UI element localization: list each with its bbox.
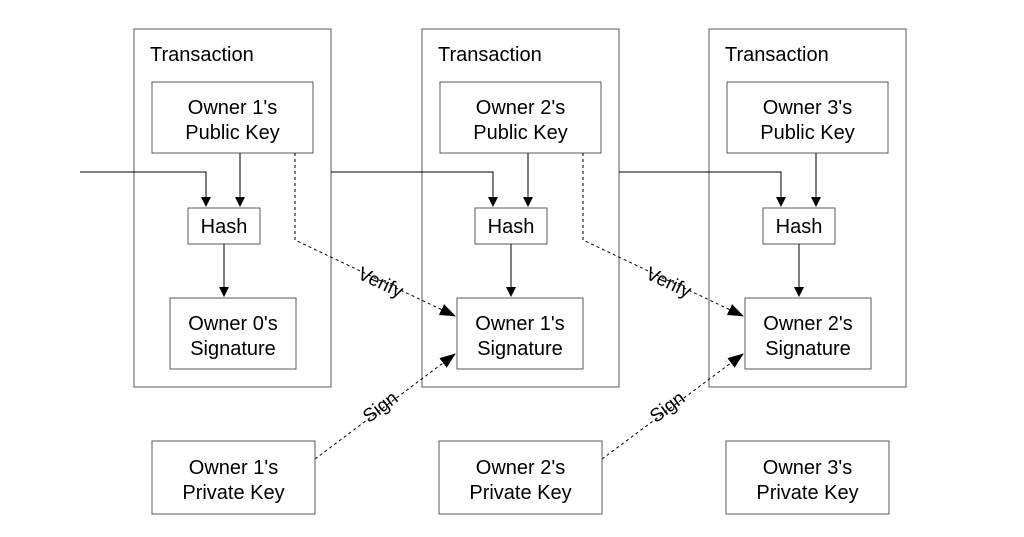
sign-arrow-2 [601,353,744,460]
signature-owner-line: Owner 2's [763,313,852,335]
private-key-label-line: Private Key [756,482,858,504]
transaction-2-to-transaction-3-hash-arrow [619,171,786,207]
transaction-1-frame [133,28,332,388]
sign-arrow-1 [314,353,456,460]
public-key-label-line: Public Key [185,122,280,144]
public-key-label-line: Public Key [473,122,568,144]
transaction-2-title: Transaction [438,44,542,66]
transaction-1-signature-box: Owner 0's Signature [169,297,297,370]
public-key-label-line: Public Key [760,122,855,144]
private-key-owner-line: Owner 2's [476,457,565,479]
hash-label: Hash [201,216,248,238]
private-key-owner-3-box: Owner 3's Private Key [725,440,890,515]
private-key-owner-line: Owner 3's [763,457,852,479]
sign-label-2: Sign [646,388,689,428]
hash-label: Hash [488,216,535,238]
signature-owner-line: Owner 1's [475,313,564,335]
private-key-owner-line: Owner 1's [189,457,278,479]
verify-label-1: Verify [354,263,406,302]
transaction-1-hash-box: Hash [187,207,261,245]
transaction-3-hash-box: Hash [762,207,836,245]
signature-label-line: Signature [190,338,276,360]
transaction-3: Transaction Owner 3's Public Key Hash Ow… [708,28,907,388]
transaction-3-frame [708,28,907,388]
public-key-owner-line: Owner 3's [763,97,852,119]
transaction-3-title: Transaction [725,44,829,66]
sign-label-1: Sign [359,388,402,428]
previous-transaction-to-hash-arrow [80,171,211,207]
signature-label-line: Signature [477,338,563,360]
transaction-2-frame [421,28,620,388]
signature-owner-line: Owner 0's [188,313,277,335]
transaction-2-hash-box: Hash [474,207,548,245]
hash-label: Hash [776,216,823,238]
public-key-owner-line: Owner 1's [188,97,277,119]
private-key-label-line: Private Key [469,482,571,504]
public-key-owner-line: Owner 2's [476,97,565,119]
transaction-2-public-key-box: Owner 2's Public Key [439,81,602,154]
verify-arrow-1 [294,153,456,317]
transaction-2-signature-box: Owner 1's Signature [456,297,584,370]
private-key-owner-1-box: Owner 1's Private Key [151,440,316,515]
transaction-2: Transaction Owner 2's Public Key Hash Ow… [421,28,620,388]
signature-label-line: Signature [765,338,851,360]
transaction-1-to-transaction-2-hash-arrow [331,171,498,207]
transaction-3-public-key-box: Owner 3's Public Key [726,81,889,154]
transaction-1-title: Transaction [150,44,254,66]
transaction-1: Transaction Owner 1's Public Key Hash Ow… [133,28,332,388]
transaction-3-signature-box: Owner 2's Signature [744,297,872,370]
transaction-1-public-key-box: Owner 1's Public Key [151,81,314,154]
private-key-label-line: Private Key [182,482,284,504]
private-key-owner-2-box: Owner 2's Private Key [438,440,603,515]
verify-arrow-2 [582,153,744,317]
verify-label-2: Verify [642,263,694,302]
